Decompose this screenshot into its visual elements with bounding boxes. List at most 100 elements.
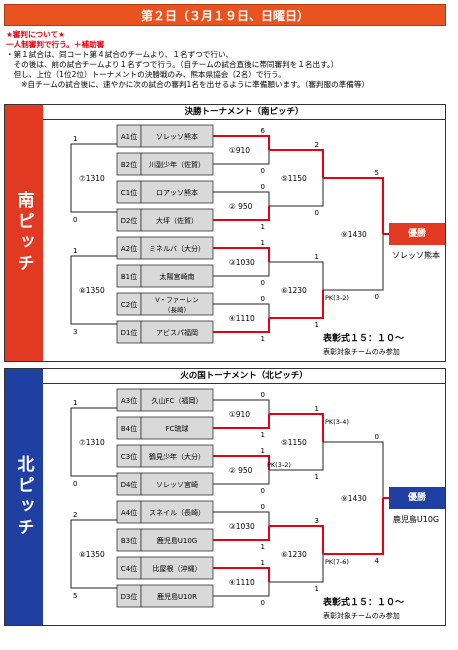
bracket-line bbox=[213, 470, 270, 485]
bracket-line bbox=[213, 567, 270, 582]
bracket-line bbox=[213, 582, 270, 597]
champion-team: ソレッソ熊本 bbox=[392, 251, 440, 260]
team-name: ロアッソ熊本 bbox=[156, 188, 198, 197]
bracket-line bbox=[213, 150, 270, 165]
seed-label: B3位 bbox=[121, 536, 137, 545]
score: 5 bbox=[73, 592, 77, 600]
seed-label: D2位 bbox=[121, 216, 138, 225]
bracket-line bbox=[269, 525, 324, 554]
bracket-line bbox=[269, 554, 324, 583]
award-ceremony-time: 表彰式１５：１０～ bbox=[323, 334, 405, 344]
team-name: アビスパ福岡 bbox=[156, 328, 198, 337]
team-name: 鶴見少年（大分） bbox=[149, 452, 205, 461]
score: 0 bbox=[261, 391, 265, 399]
score: 0 bbox=[73, 216, 77, 224]
notes-subheading: 一人制審判で行う。＋補助審 bbox=[6, 40, 105, 49]
bracket-line bbox=[213, 455, 270, 470]
score: 1 bbox=[315, 473, 319, 481]
game-time: ③1030 bbox=[229, 258, 255, 267]
score: 1 bbox=[315, 321, 319, 329]
team-name: ミネルバ（大分） bbox=[149, 244, 205, 253]
score: 0 bbox=[261, 167, 265, 175]
north-pitch-label: 北ピッチ bbox=[5, 369, 43, 625]
seed-label: D3位 bbox=[121, 592, 138, 601]
score: 0 bbox=[375, 293, 379, 301]
game-time: ⑦1310 bbox=[79, 174, 105, 183]
bracket-line bbox=[70, 143, 117, 213]
seed-label: A4位 bbox=[121, 508, 137, 517]
bracket-line bbox=[269, 261, 324, 290]
bracket-line bbox=[213, 526, 270, 541]
award-note: 表彰対象チームのみ参加 bbox=[323, 612, 400, 620]
game-time: ⑤1150 bbox=[281, 438, 307, 447]
bracket-line bbox=[213, 303, 270, 318]
bracket-line bbox=[70, 519, 117, 589]
game-time: ⑨1430 bbox=[341, 230, 367, 239]
bracket-line bbox=[213, 135, 270, 150]
bracket-line bbox=[213, 399, 270, 414]
score: 6 bbox=[261, 127, 266, 135]
score: 5 bbox=[375, 169, 379, 177]
score: 1 bbox=[73, 247, 77, 255]
bracket-line bbox=[323, 234, 384, 291]
south-pitch-label: 南ピッチ bbox=[5, 105, 43, 361]
north-tournament-header: 火の国トーナメント（北ピッチ） bbox=[43, 369, 445, 384]
notes-line: ・第１試合は、同コート第４試合のチームより、１名ずつで行い、 bbox=[6, 50, 234, 59]
game-time: ①910 bbox=[229, 410, 250, 419]
score: 1 bbox=[315, 405, 319, 413]
score: 0 bbox=[261, 183, 265, 191]
champion-badge: 優勝 bbox=[389, 487, 445, 509]
notes-line: 但し、上位（1位2位）トーナメントの決勝戦のみ、熊本県協会（2名）で行う。 bbox=[6, 70, 286, 79]
score: 1 bbox=[315, 585, 319, 593]
seed-label: D4位 bbox=[121, 480, 138, 489]
bracket-line bbox=[70, 255, 117, 325]
pk-score: PK(3-2) bbox=[325, 294, 349, 302]
bracket-line bbox=[269, 149, 324, 178]
game-time: ⑨1430 bbox=[341, 494, 367, 503]
score: 3 bbox=[315, 517, 319, 525]
pk-score: PK(3-2) bbox=[267, 461, 291, 469]
score: 0 bbox=[315, 209, 319, 217]
team-name: （長崎） bbox=[164, 305, 190, 314]
bracket-line bbox=[323, 177, 384, 234]
bracket-line bbox=[213, 191, 270, 206]
team-name: ソレッソ宮崎 bbox=[156, 480, 198, 489]
score: 1 bbox=[261, 335, 265, 343]
notes-line: ※自チームの試合後に、速やかに次の試合の審判1名を出せるように準備願います。（審… bbox=[6, 80, 370, 89]
seed-label: D1位 bbox=[121, 328, 138, 337]
game-time: ② 950 bbox=[229, 202, 253, 211]
team-name: V・ファーレン bbox=[155, 296, 198, 304]
game-time: ⑥1230 bbox=[281, 550, 307, 559]
seed-label: A1位 bbox=[121, 132, 137, 141]
bracket-line bbox=[269, 442, 324, 471]
team-name: ソレッソ熊本 bbox=[156, 132, 198, 141]
seed-label: C4位 bbox=[121, 564, 137, 573]
seed-label: C1位 bbox=[121, 188, 137, 197]
score: 1 bbox=[261, 431, 265, 439]
bracket-line bbox=[269, 290, 324, 319]
bracket-line bbox=[213, 414, 270, 429]
bracket-line bbox=[70, 407, 117, 477]
champion-team: 鹿児島U10G bbox=[392, 515, 440, 524]
score: 0 bbox=[261, 295, 265, 303]
pk-score: PK(3-4) bbox=[325, 418, 349, 426]
game-time: ③1030 bbox=[229, 522, 255, 531]
seed-label: A3位 bbox=[121, 396, 137, 405]
score: 1 bbox=[261, 559, 265, 567]
referee-notes: ★審判について★ 一人制審判で行う。＋補助審 ・第１試合は、同コート第４試合のチ… bbox=[6, 30, 446, 90]
bracket-line bbox=[213, 511, 270, 526]
seed-label: B2位 bbox=[121, 160, 137, 169]
score: 1 bbox=[261, 239, 265, 247]
champion-badge: 優勝 bbox=[389, 223, 445, 245]
bracket-line bbox=[213, 206, 270, 221]
game-time: ⑧1350 bbox=[79, 550, 105, 559]
score: 1 bbox=[73, 399, 77, 407]
game-time: ⑤1150 bbox=[281, 174, 307, 183]
bracket-line bbox=[323, 498, 384, 555]
bracket-line bbox=[323, 441, 384, 498]
seed-label: C3位 bbox=[121, 452, 137, 461]
bracket-line bbox=[269, 413, 324, 442]
bracket-line bbox=[213, 318, 270, 333]
